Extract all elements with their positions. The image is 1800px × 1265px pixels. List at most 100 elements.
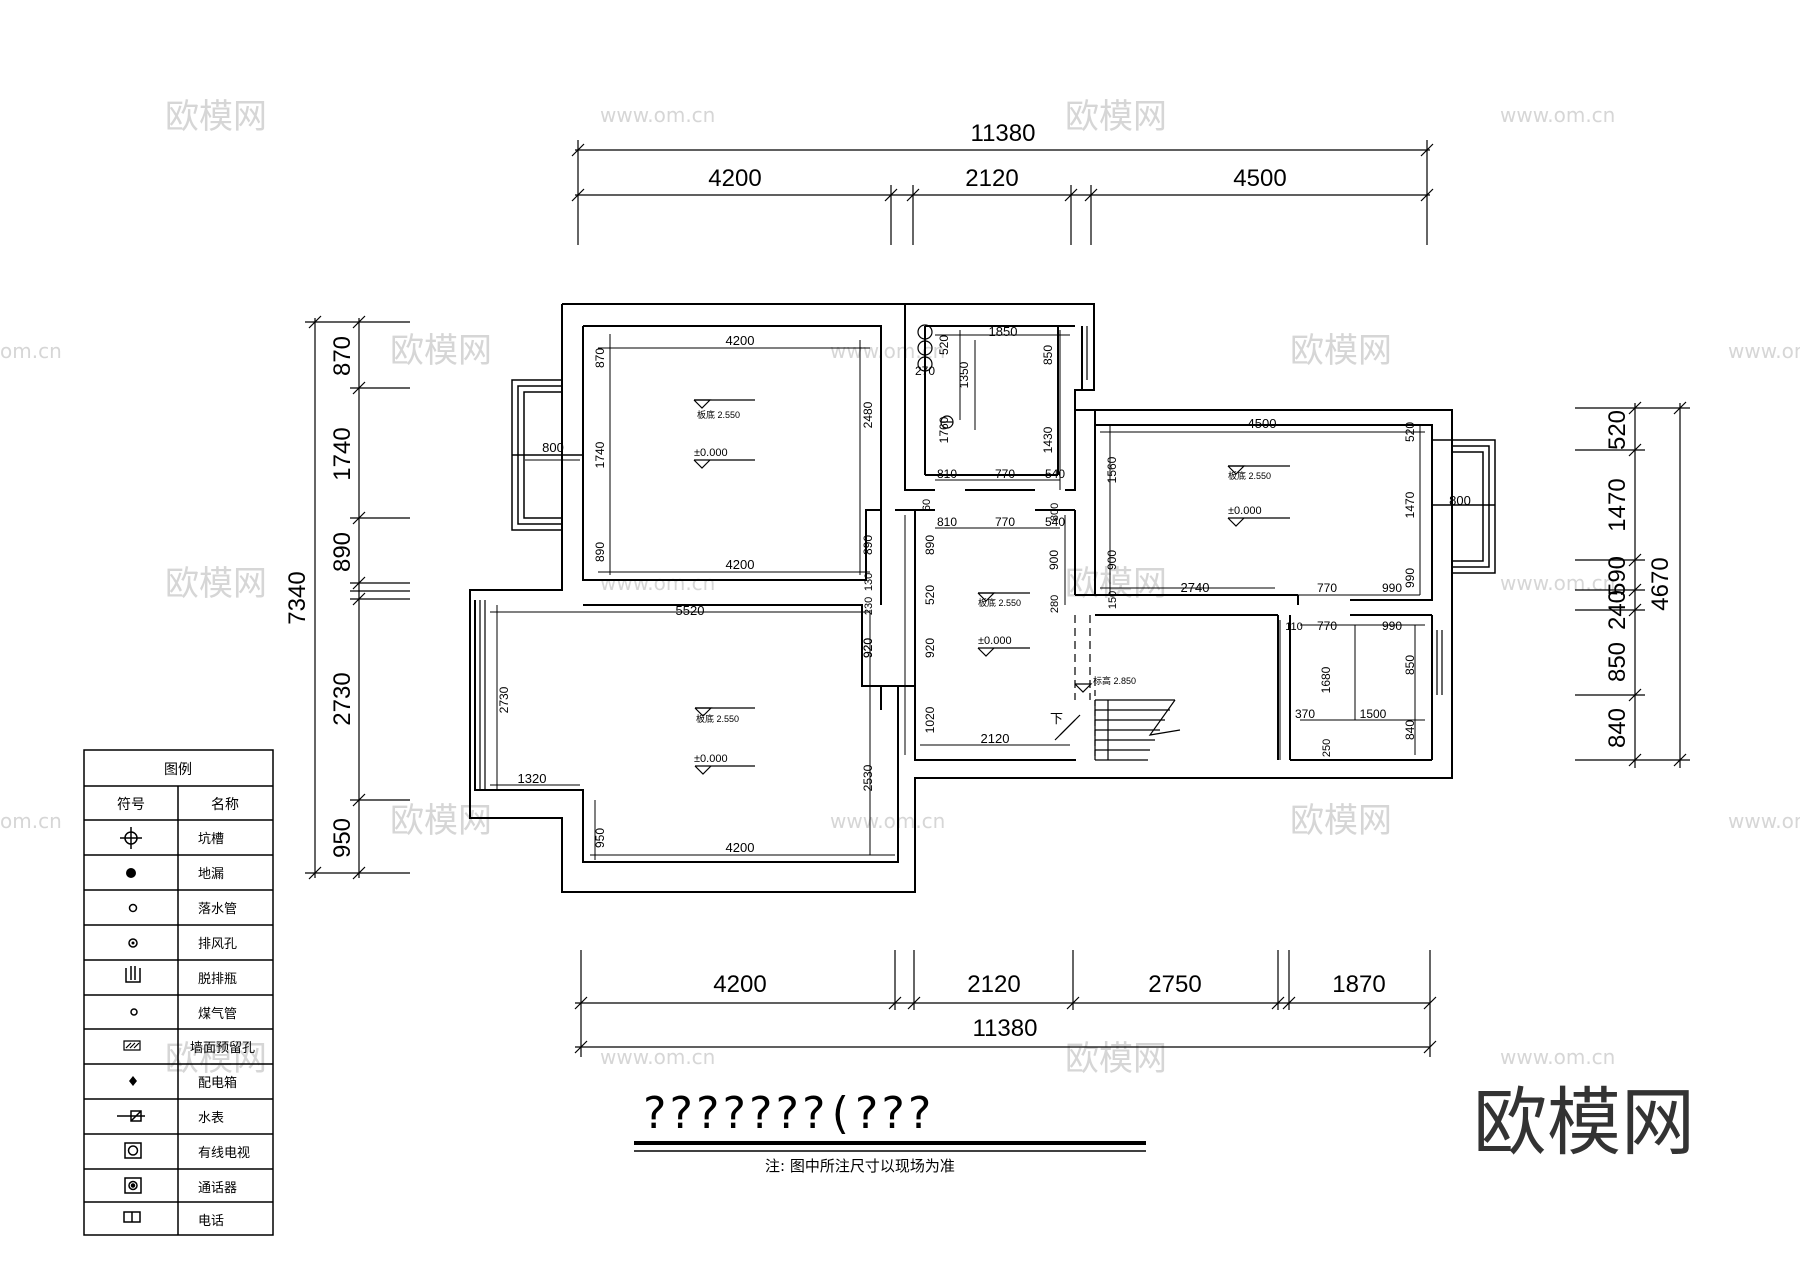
dim-center-890a: 890	[861, 535, 875, 555]
dimension-left-2: 1740	[329, 427, 356, 480]
legend-item-name: 水表	[198, 1111, 224, 1126]
left-bay-window	[512, 380, 583, 530]
watermark-logo: 欧模网	[1065, 1039, 1167, 1079]
dim-service-850: 850	[1403, 655, 1417, 675]
dim-kitchen-770a: 770	[995, 467, 1015, 481]
dim-center-920a: 920	[861, 638, 875, 658]
dim-kitchen-1760: 1760	[937, 416, 951, 443]
dimension-right-1: 520	[1604, 410, 1631, 450]
intercom-icon	[125, 1178, 141, 1193]
legend-col-symbol: 符号	[117, 797, 145, 813]
cable-tv-icon	[125, 1143, 141, 1158]
level-labels: 板底 2.550 ±0.000 板底 2.550 ±0.000 板底 2.550…	[694, 409, 1271, 765]
legend-item-name: 电话	[198, 1214, 224, 1229]
dimension-left-1: 870	[329, 336, 356, 376]
dim-service-990b: 990	[1382, 581, 1402, 595]
legend-item-name: 地漏	[198, 866, 224, 882]
dim-center-230: 230	[863, 597, 875, 615]
watermark-layer: 欧模网 www.om.cn 欧模网 www.om.cn om.cn 欧模网 ww…	[0, 97, 1800, 1079]
left-room-window	[475, 600, 485, 790]
dim-kitchen-540b: 540	[1045, 515, 1065, 529]
floor-level-room1: ±0.000	[694, 447, 728, 459]
dim-center-890b: 890	[923, 535, 937, 555]
watermark-url: www.om.cn	[1500, 571, 1615, 595]
watermark-logo: 欧模网	[1065, 97, 1167, 137]
dimension-right-2: 1470	[1604, 478, 1631, 531]
dim-r1-top: 4200	[726, 333, 755, 348]
watermark-url: www.om.cn	[600, 1045, 715, 1069]
dimension-top-1: 4200	[708, 165, 761, 192]
watermark-url-edge: om.cn	[0, 809, 62, 833]
dimension-top-total: 11380	[971, 120, 1036, 147]
water-meter-icon	[117, 1111, 145, 1121]
watermark-logo: 欧模网	[1065, 564, 1167, 604]
dimension-right-3: 590	[1604, 556, 1631, 596]
dim-living-2730: 2730	[497, 686, 511, 713]
kitchen-fixtures	[917, 324, 954, 429]
dim-bay-left: 800	[542, 440, 564, 455]
floor-level-hall: ±0.000	[978, 635, 1012, 647]
dim-r1-left-870: 870	[593, 348, 607, 368]
watermark-url: www.om.cn	[1500, 1045, 1615, 1069]
dimension-bottom-total: 11380	[973, 1015, 1038, 1042]
legend-title: 图例	[164, 762, 192, 778]
watermark-logo: 欧模网	[390, 331, 492, 371]
watermark-url: www.om.cn	[1500, 103, 1615, 127]
legend-item-name: 通话器	[198, 1181, 237, 1196]
bottom-dimension-chain	[575, 950, 1436, 1057]
dim-kitchen-1350: 1350	[957, 361, 971, 388]
watermark-url-edge-right: www.om	[1728, 809, 1800, 833]
dim-center-2740: 2740	[1181, 580, 1210, 595]
dim-kitchen-770b: 770	[995, 515, 1015, 529]
legend-item-name: 有线电视	[198, 1146, 250, 1161]
brand-logo-text: 欧模网	[1473, 1080, 1695, 1166]
dimension-left-5: 950	[329, 818, 356, 858]
dimension-left-4: 2730	[329, 672, 356, 725]
ceiling-level-hall: 板底 2.550	[978, 597, 1021, 608]
dimension-left-total: 7340	[284, 571, 311, 624]
dim-kitchen-800: 800	[1049, 503, 1061, 521]
dim-service-840: 840	[1403, 720, 1417, 740]
stair-down-label: 下	[1050, 711, 1063, 726]
telephone-icon	[124, 1212, 140, 1222]
dim-kitchen-520: 520	[937, 335, 951, 355]
dim-bedroom2-top: 4500	[1248, 416, 1277, 431]
dim-bay-right: 800	[1449, 493, 1471, 508]
dim-kitchen-850: 850	[1041, 345, 1055, 365]
right-bay-window	[1432, 440, 1495, 573]
floor-level-living: ±0.000	[694, 753, 728, 765]
dim-center-920b: 920	[923, 638, 937, 658]
watermark-logo: 欧模网	[165, 97, 267, 137]
legend-item-name: 坑槽	[198, 832, 224, 847]
inner-dimension-lines	[490, 330, 1425, 860]
dim-service-250: 250	[1321, 739, 1333, 757]
legend-item-name: 墙面预留孔	[190, 1041, 255, 1056]
dim-living-2530: 2530	[861, 764, 875, 791]
watermark-url-edge-right: www.om	[1728, 339, 1800, 363]
dimension-right-5: 850	[1604, 642, 1631, 682]
gas-pipe-icon	[130, 1008, 138, 1016]
dim-bedroom2-1470: 1470	[1403, 491, 1417, 518]
ceiling-level-living: 板底 2.550	[696, 713, 739, 724]
ceiling-level-room1: 板底 2.550	[697, 409, 740, 420]
dim-center-130: 130	[863, 573, 875, 591]
dim-living-950: 950	[593, 828, 607, 848]
dimension-bottom-4: 1870	[1332, 971, 1385, 998]
title-underline	[634, 1143, 1146, 1151]
dim-service-990c: 990	[1382, 619, 1402, 633]
dim-service-110: 110	[1285, 621, 1303, 633]
bedroom-2-walls	[1095, 595, 1432, 760]
dim-r1-bottom: 4200	[726, 557, 755, 572]
dim-kitchen-810a: 810	[937, 467, 957, 481]
legend-item-name: 配电箱	[198, 1075, 237, 1091]
crosshair-icon	[120, 827, 142, 849]
dim-kitchen-540a: 540	[1045, 467, 1065, 481]
stair-level: 标高 2.850	[1093, 675, 1136, 686]
drawing-title: ???????(???	[641, 1088, 932, 1139]
dim-living-5520: 5520	[676, 603, 705, 618]
right-dimension-chain	[1575, 402, 1690, 768]
legend-item-name: 落水管	[198, 902, 237, 917]
dim-kitchen-60: 60	[921, 499, 933, 511]
inner-dimension-labels: 4200 4200 870 1740 890 2480 800 1850 520…	[497, 324, 1471, 855]
watermark-logo: 欧模网	[1290, 331, 1392, 371]
